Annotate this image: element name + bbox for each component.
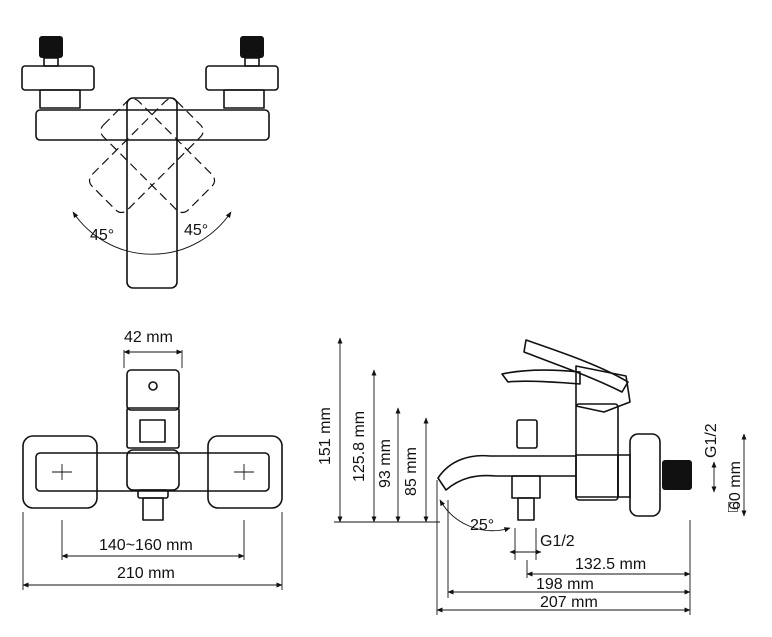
depth-overall-label: 207 mm — [540, 594, 598, 611]
side-view: 151 mm 125.8 mm 93 mm 85 mm 25° G1/2 — [317, 337, 747, 615]
top-view-lever — [126, 97, 178, 289]
side-lever — [523, 339, 629, 393]
lever-rotation-right — [88, 98, 204, 214]
left-flange — [22, 435, 98, 509]
flange-size-label: 60 mm — [727, 461, 744, 510]
diverter-knob — [516, 419, 538, 449]
height-spout-label: 85 mm — [403, 447, 420, 496]
overall-width-label: 210 mm — [117, 565, 175, 582]
side-flange — [629, 433, 661, 517]
lever-rotation-left — [100, 98, 216, 214]
top-view: 45° 45° — [21, 36, 279, 289]
front-view: 42 mm 140~160 mm 210 mm — [22, 329, 283, 590]
top-view-body — [35, 109, 270, 141]
height-overall-label: 151 mm — [317, 407, 334, 465]
right-flange — [207, 435, 283, 509]
side-body — [575, 403, 619, 501]
height-diverter-label: 93 mm — [377, 439, 394, 488]
flange-square-symbol: □ — [728, 499, 738, 516]
right-handwheel-icon — [205, 36, 279, 109]
angle-right-label: 45° — [184, 222, 208, 239]
spout-angle-arc — [439, 499, 511, 533]
depth-body-label: 198 mm — [536, 576, 594, 593]
center-distance-label: 140~160 mm — [99, 537, 193, 554]
spout-angle-label: 25° — [470, 517, 494, 534]
front-lever-head — [126, 369, 180, 411]
left-handwheel-icon — [21, 36, 95, 109]
rotation-arc — [72, 211, 232, 255]
front-body — [35, 452, 270, 492]
outlet-thread-label: G1/2 — [540, 533, 575, 550]
height-lever-label: 125.8 mm — [351, 411, 368, 482]
spout-width-label: 42 mm — [124, 329, 173, 346]
depth-outlet-label: 132.5 mm — [575, 556, 646, 573]
angle-left-label: 45° — [90, 227, 114, 244]
inlet-thread-label: G1/2 — [703, 423, 720, 458]
side-spout — [437, 454, 577, 491]
